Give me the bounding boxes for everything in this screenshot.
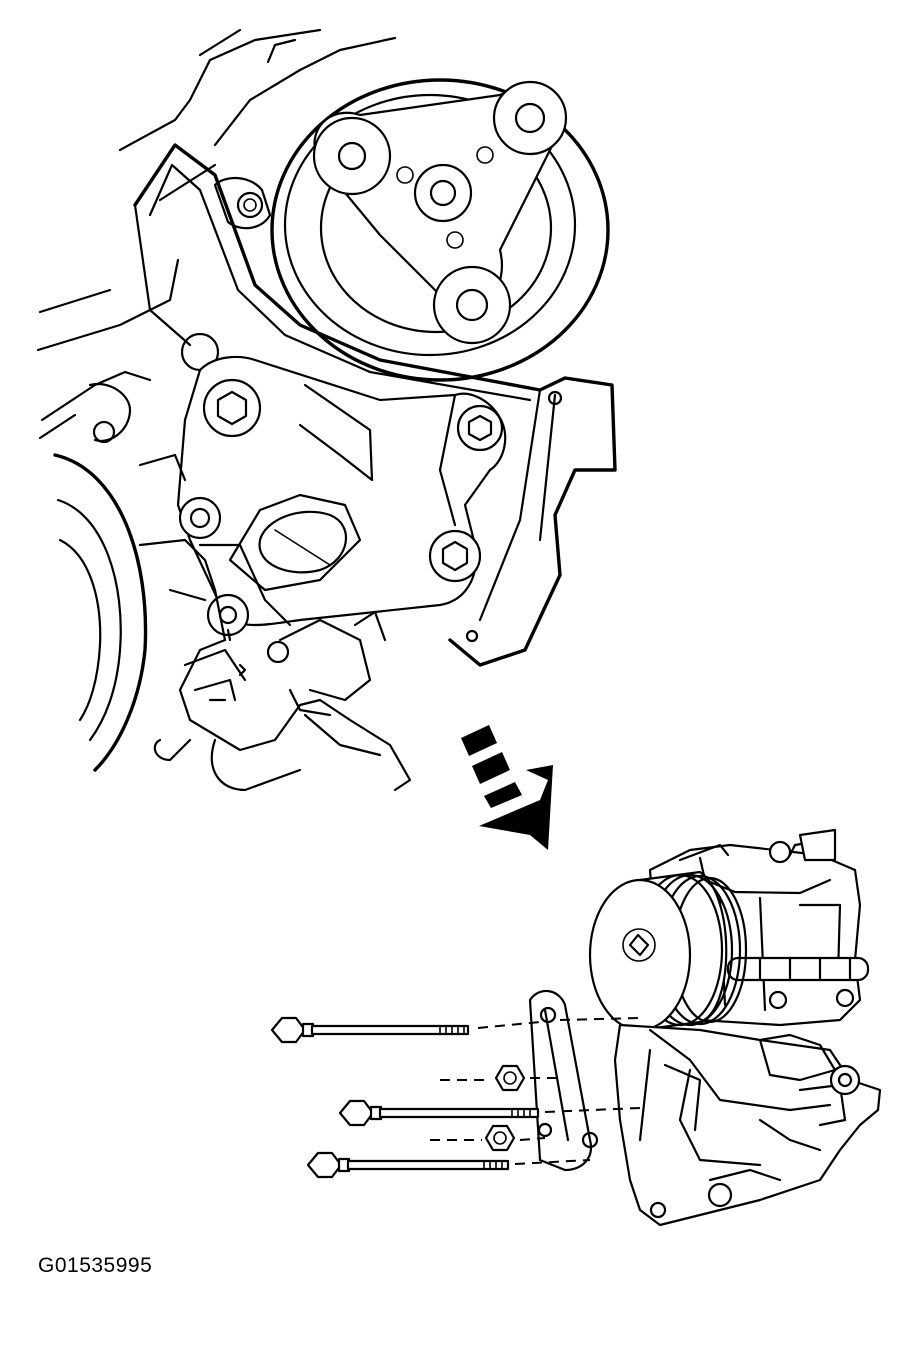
mounting-bolt-1: [272, 1018, 640, 1042]
mounting-hardware: [272, 1018, 640, 1177]
mounting-bolt-2: [340, 1101, 640, 1125]
direction-arrow: [461, 725, 553, 850]
figure-id-label: G01535995: [38, 1254, 153, 1277]
lower-engine-detail: [140, 455, 410, 790]
center-hub: [415, 165, 471, 221]
engine-assembly: [38, 30, 615, 790]
large-pulley-rim: [272, 80, 608, 380]
mounting-nut-1: [440, 1066, 560, 1090]
compressor-fitting-top: [770, 842, 790, 862]
bracket-boss-right: [831, 1066, 859, 1094]
compressor-rear-port: [728, 958, 868, 980]
mounting-nut-2: [430, 1126, 545, 1150]
engine-block-outline: [38, 30, 395, 438]
bracket-nut-left: [180, 498, 220, 538]
bracket-bolt-upper-left: [204, 380, 260, 436]
bracket-bolt-lower-right: [430, 531, 480, 581]
idler-pulley-bottom: [434, 267, 510, 343]
bracket-bolt-upper-right: [458, 406, 502, 450]
crank-pulley: [55, 384, 146, 770]
idler-pulley-left: [314, 118, 390, 194]
mounting-bolt-3: [308, 1153, 590, 1177]
idler-pulley-top: [494, 82, 566, 154]
compressor-mount-bracket: [178, 357, 505, 640]
ac-compressor-assembly: [272, 830, 880, 1225]
compressor-bracket: [530, 991, 880, 1225]
timing-cover: [135, 145, 615, 665]
accessory-pulley-group: [272, 80, 608, 380]
cover-bolt-upper: [238, 193, 262, 217]
compressor-clutch-pulley: [590, 872, 746, 1030]
